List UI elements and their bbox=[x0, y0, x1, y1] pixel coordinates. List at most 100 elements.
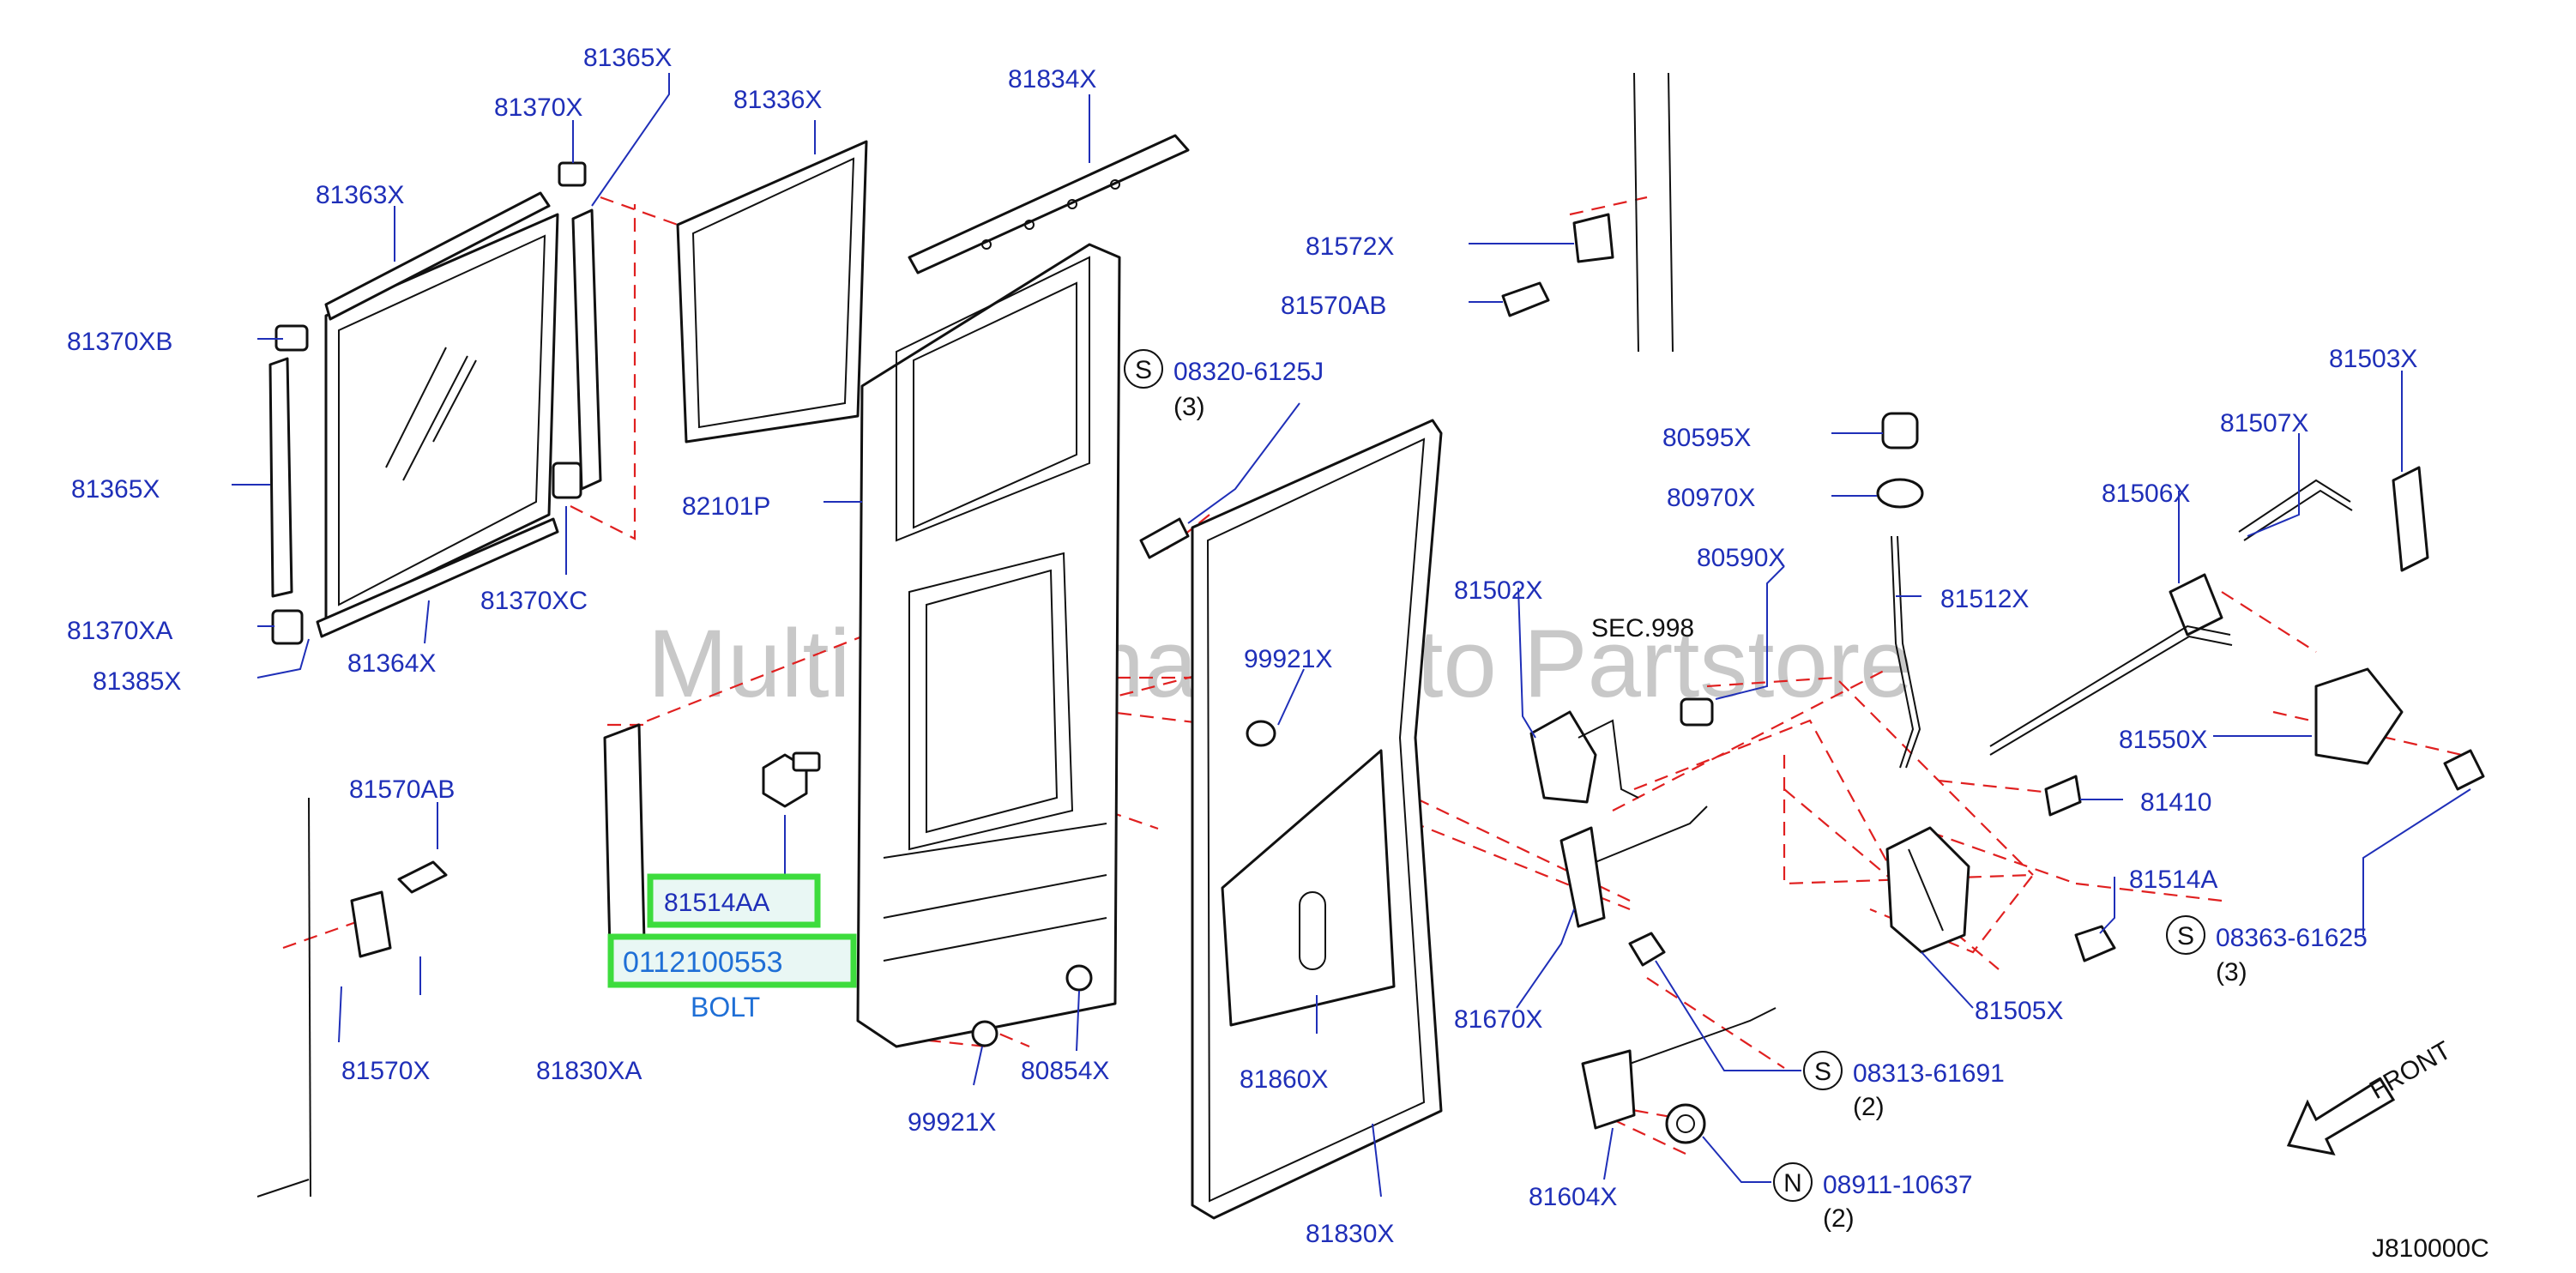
trim-board-81860X bbox=[1221, 749, 1396, 1027]
highlight-part-box bbox=[647, 873, 821, 928]
label-81370XC: 81370XC bbox=[480, 587, 588, 615]
label-81570AB: 81570AB bbox=[349, 775, 455, 804]
label-99921X-bot: 99921X bbox=[908, 1108, 996, 1137]
fastener-qty: (2) bbox=[1853, 1093, 1885, 1121]
fastener-callout-08313-61691: S 08313-61691 (2) bbox=[1803, 1051, 2005, 1121]
label-81505X: 81505X bbox=[1975, 997, 2063, 1025]
window-frame-right bbox=[571, 208, 602, 491]
body-pillar-left bbox=[256, 797, 311, 1198]
body-pillar-top bbox=[1633, 72, 1674, 353]
stopper-08320-6125J bbox=[1139, 517, 1190, 559]
diagram-reference: J810000C bbox=[2372, 1234, 2489, 1263]
window-weatherstrip-bottom bbox=[316, 517, 559, 638]
fastener-qty: (3) bbox=[1173, 393, 1205, 421]
fastener-part: 08911-10637 bbox=[1823, 1171, 1973, 1199]
clip-81370X bbox=[558, 161, 587, 187]
label-80970X: 80970X bbox=[1667, 484, 1755, 512]
label-81365X-top: 81365X bbox=[583, 44, 672, 72]
label-81410: 81410 bbox=[2140, 788, 2211, 817]
label-81604X: 81604X bbox=[1529, 1183, 1617, 1211]
label-80595X: 80595X bbox=[1662, 424, 1751, 452]
remote-control-81506X bbox=[1989, 573, 2233, 756]
fastener-mark: S bbox=[2177, 922, 2194, 950]
grommet-80970X bbox=[1876, 478, 1924, 509]
window-seal-81336X bbox=[676, 140, 868, 443]
fastener-part: 08313-61691 bbox=[1853, 1059, 2005, 1088]
label-81370X: 81370X bbox=[494, 94, 582, 122]
fastener-qty: (3) bbox=[2216, 958, 2247, 986]
grommet-80595X bbox=[1881, 412, 1919, 449]
handle-81670X bbox=[1559, 805, 1708, 928]
front-direction-arrow: FRONT bbox=[2286, 1036, 2456, 1156]
bolt-08363-61625 bbox=[2443, 749, 2485, 791]
label-81365X: 81365X bbox=[71, 475, 160, 504]
section-reference: SEC.998 bbox=[1591, 614, 1694, 643]
front-arrow-icon bbox=[2286, 1077, 2396, 1156]
label-81506X: 81506X bbox=[2102, 480, 2190, 508]
highlight-part-number[interactable]: 81514AA bbox=[664, 889, 769, 917]
upper-molding-81834X bbox=[908, 134, 1190, 275]
highlight-description: BOLT bbox=[691, 992, 760, 1023]
label-81502X: 81502X bbox=[1454, 576, 1542, 605]
label-81364X: 81364X bbox=[347, 649, 436, 678]
label-99921X-mid: 99921X bbox=[1244, 645, 1332, 673]
hinge-81505X bbox=[1885, 826, 1970, 954]
label-81670X: 81670X bbox=[1454, 1005, 1542, 1034]
fastener-callout-08320-6125J: S 08320-6125J (3) bbox=[1124, 349, 1324, 421]
label-81830X: 81830X bbox=[1306, 1220, 1394, 1248]
screw-81570AB-top bbox=[1501, 281, 1550, 317]
rod-81512X bbox=[1891, 535, 1921, 769]
label-81570AB-top: 81570AB bbox=[1281, 292, 1386, 320]
fastener-part: 08320-6125J bbox=[1173, 358, 1324, 386]
fastener-callout-08363-61625: S 08363-61625 (3) bbox=[2166, 915, 2368, 986]
label-81512X: 81512X bbox=[1940, 585, 2029, 613]
screw-81570AB bbox=[397, 860, 448, 894]
label-81550X: 81550X bbox=[2119, 726, 2207, 754]
label-81860X: 81860X bbox=[1240, 1065, 1328, 1094]
fastener-mark: S bbox=[1814, 1058, 1831, 1086]
rod-81507X bbox=[2238, 479, 2353, 541]
label-81370XB: 81370XB bbox=[67, 328, 172, 356]
label-81507X: 81507X bbox=[2220, 409, 2308, 437]
label-81572X: 81572X bbox=[1306, 232, 1394, 261]
window-frame-left bbox=[268, 357, 293, 598]
lock-81550X bbox=[2314, 667, 2404, 765]
bracket-81410 bbox=[2044, 775, 2082, 817]
fastener-callout-08911-10637: N 08911-10637 (2) bbox=[1773, 1162, 1973, 1233]
door-panel-82101P bbox=[856, 243, 1121, 1048]
side-window-glass bbox=[324, 213, 559, 624]
label-81503X: 81503X bbox=[2329, 345, 2417, 373]
fastener-mark: N bbox=[1783, 1169, 1802, 1198]
fastener-mark: S bbox=[1135, 356, 1152, 384]
label-81370XA: 81370XA bbox=[67, 617, 172, 645]
front-label: FRONT bbox=[2365, 1036, 2456, 1105]
lock-81503X bbox=[2392, 466, 2429, 572]
striker-81572X bbox=[1572, 213, 1614, 263]
label-80590X: 80590X bbox=[1697, 544, 1785, 572]
window-weatherstrip-top bbox=[324, 191, 551, 321]
clip-80590X bbox=[1680, 697, 1714, 727]
label-81385X: 81385X bbox=[93, 667, 181, 696]
screw-08313-61691 bbox=[1628, 932, 1666, 967]
plug-99921X-mid bbox=[1246, 720, 1276, 747]
label-81514A: 81514A bbox=[2129, 866, 2217, 894]
label-81830XA: 81830XA bbox=[536, 1057, 642, 1085]
fastener-qty: (2) bbox=[1823, 1204, 1855, 1233]
highlight-oem-number[interactable]: 0112100553 bbox=[623, 946, 783, 979]
nut-08911-10637 bbox=[1665, 1103, 1706, 1144]
striker-81570X bbox=[350, 890, 392, 958]
plug-99921X-bot bbox=[971, 1020, 998, 1047]
handle-81502X bbox=[1529, 710, 1639, 804]
label-82101P: 82101P bbox=[682, 492, 770, 521]
bolt-81514AA bbox=[762, 751, 821, 808]
highlight-callout: 81514AA 0112100553 BOLT bbox=[607, 873, 857, 1023]
fastener-part: 08363-61625 bbox=[2216, 924, 2368, 952]
label-81363X: 81363X bbox=[316, 181, 404, 209]
label-81336X: 81336X bbox=[733, 86, 822, 114]
label-81834X: 81834X bbox=[1008, 65, 1096, 94]
label-80854X: 80854X bbox=[1021, 1057, 1109, 1085]
bolt-81514A bbox=[2074, 925, 2116, 962]
lock-81604X bbox=[1581, 1007, 1777, 1130]
label-81570X: 81570X bbox=[341, 1057, 430, 1085]
